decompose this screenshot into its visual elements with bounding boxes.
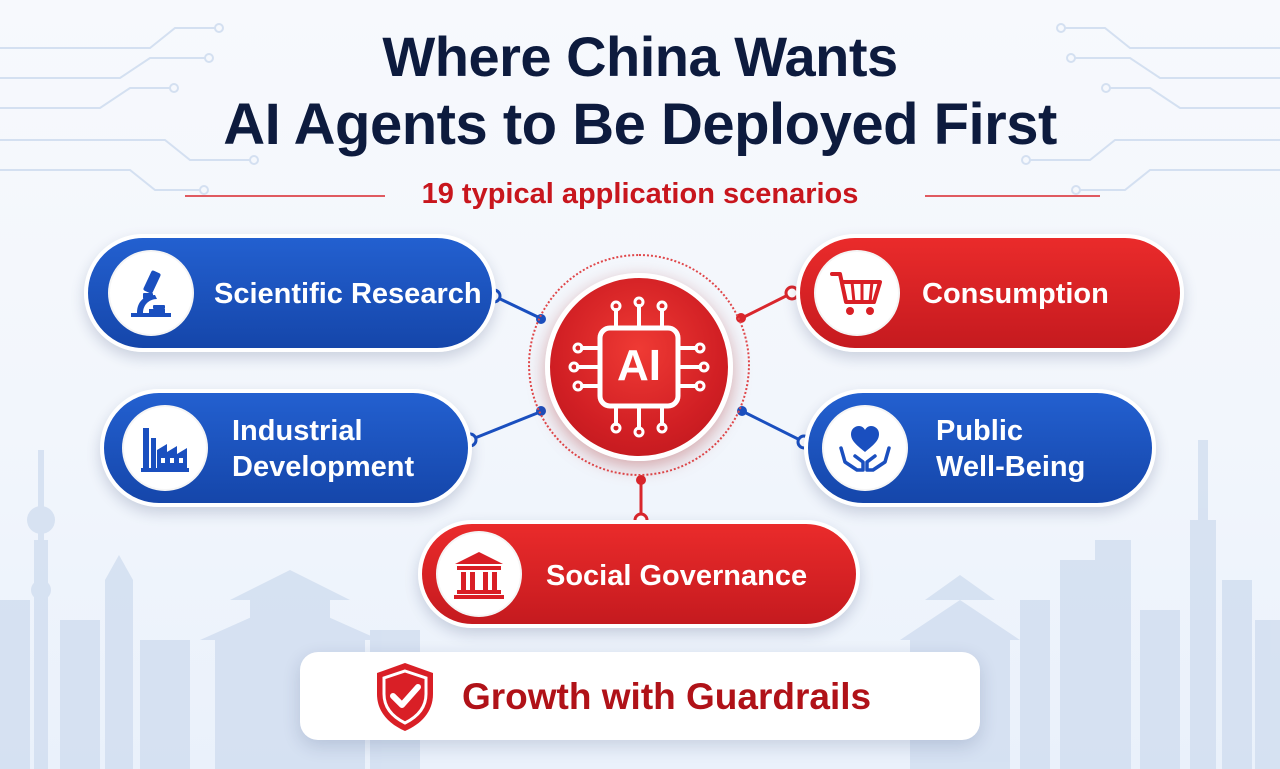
skyline-right <box>900 440 1280 769</box>
scenario-label: Scientific Research <box>214 278 482 310</box>
subtitle: 19 typical application scenarios <box>421 178 859 210</box>
icon-disc <box>436 531 522 617</box>
scenario-label-line-1: Public <box>936 415 1024 447</box>
scenario-industrial-development: Industrial Development <box>100 389 472 507</box>
icon-disc <box>814 250 900 336</box>
circuit-lines-right <box>1021 23 1280 195</box>
heart-hands-icon <box>839 426 891 472</box>
hub-dotted-ring <box>528 254 750 476</box>
connector-dot <box>636 475 646 485</box>
microscope-icon <box>131 270 171 317</box>
factory-icon <box>141 428 189 472</box>
page-title-line-2: AI Agents to Be Deployed First <box>223 92 1057 157</box>
connector-consumption <box>741 291 793 320</box>
circuit-lines-left <box>0 23 259 195</box>
icon-disc <box>122 405 208 491</box>
connector-industrial-development <box>469 410 541 442</box>
scenario-scientific-research: Scientific Research <box>84 234 496 352</box>
connector-scientific-research <box>493 294 541 320</box>
banner-label: Growth with Guardrails <box>462 676 872 717</box>
connector-public-well-being <box>741 409 805 444</box>
icon-disc <box>822 405 908 491</box>
scenario-public-well-being: Public Well-Being <box>804 389 1156 507</box>
shield-check-icon <box>377 663 433 731</box>
icon-disc <box>108 250 194 336</box>
scenario-label-line-2: Development <box>232 451 415 483</box>
ai-hub: AI <box>545 273 733 461</box>
scenario-label: Consumption <box>922 278 1109 310</box>
scenario-label-line-1: Industrial <box>232 415 363 447</box>
guardrails-banner: Growth with Guardrails <box>300 652 980 740</box>
scenario-label-line-2: Well-Being <box>936 451 1086 483</box>
scenario-consumption: Consumption <box>796 234 1184 352</box>
scenario-social-governance: Social Governance <box>418 520 860 628</box>
chip-icon <box>568 296 710 438</box>
shopping-cart-icon <box>830 272 882 315</box>
scenario-label: Social Governance <box>546 560 808 592</box>
hub-label: AI <box>617 341 661 390</box>
page-title-line-1: Where China Wants <box>382 25 898 88</box>
government-building-icon <box>454 552 504 599</box>
